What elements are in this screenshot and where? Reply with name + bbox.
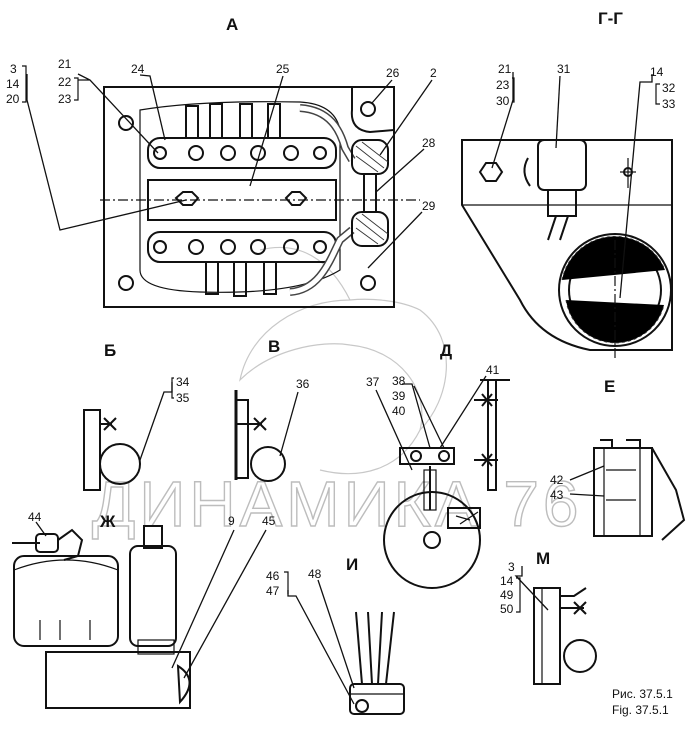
callout-21-gg: 21 xyxy=(498,62,512,76)
callout-45: 45 xyxy=(262,514,276,528)
callout-39: 39 xyxy=(392,389,406,403)
sensor-body xyxy=(13,555,119,647)
clamp-ring xyxy=(99,443,141,485)
view-d-sensor-mount xyxy=(375,375,510,589)
callout-24: 24 xyxy=(131,62,145,76)
view-title-zh: Ж xyxy=(99,512,116,531)
clamp-ring xyxy=(250,446,286,482)
callout-47: 47 xyxy=(266,584,280,598)
callout-30: 30 xyxy=(496,94,510,108)
mounting-hole xyxy=(118,275,134,291)
callout-34: 34 xyxy=(176,375,190,389)
sensor-cover xyxy=(537,139,587,191)
pipe-section xyxy=(558,233,672,347)
sender-unit xyxy=(129,545,177,647)
view-zh-sensor-assembly xyxy=(12,521,267,709)
view-title-m: М xyxy=(536,549,550,568)
view-e-bracket xyxy=(569,439,686,541)
callout-43: 43 xyxy=(550,488,564,502)
callout-29: 29 xyxy=(422,199,436,213)
callout-14-m: 14 xyxy=(500,574,514,588)
callout-21: 21 xyxy=(58,57,72,71)
callout-42: 42 xyxy=(550,473,564,487)
callout-36: 36 xyxy=(296,377,310,391)
callout-31: 31 xyxy=(557,62,571,76)
callout-3-m: 3 xyxy=(508,560,515,574)
callout-40: 40 xyxy=(392,404,406,418)
view-i-connector xyxy=(287,579,405,715)
mounting-hole xyxy=(360,275,376,291)
view-m-clamp xyxy=(514,566,597,685)
view-title-a: А xyxy=(226,15,238,34)
callout-22: 22 xyxy=(58,75,72,89)
view-title-v: В xyxy=(268,337,280,356)
figure-caption: Рис. 37.5.1 Fig. 37.5.1 xyxy=(612,687,673,717)
caption-en: Fig. 37.5.1 xyxy=(612,703,669,717)
callout-41: 41 xyxy=(486,363,500,377)
bracket-body xyxy=(593,447,653,537)
callout-25: 25 xyxy=(276,62,290,76)
view-title-d: Д xyxy=(440,341,452,360)
bracket-plate xyxy=(461,139,673,351)
view-v-clamp xyxy=(234,390,299,482)
callout-33: 33 xyxy=(662,97,676,111)
mounting-hole xyxy=(360,101,376,117)
watermark: ДИНАМИКА 76 xyxy=(91,246,583,541)
callout-14: 14 xyxy=(6,77,20,91)
callout-9: 9 xyxy=(228,514,235,528)
callout-50: 50 xyxy=(500,602,514,616)
callout-3: 3 xyxy=(10,62,17,76)
callout-23-gg: 23 xyxy=(496,78,510,92)
callout-2: 2 xyxy=(430,66,437,80)
base-block xyxy=(45,651,191,709)
gauge-disc xyxy=(383,491,481,589)
callout-48: 48 xyxy=(308,567,322,581)
view-title-b: Б xyxy=(104,341,116,360)
view-title-i: И xyxy=(346,555,358,574)
connector-body xyxy=(349,683,405,715)
callout-14-gg: 14 xyxy=(650,65,664,79)
view-a-terminal-box xyxy=(100,86,420,308)
callout-44: 44 xyxy=(28,510,42,524)
lower-terminal-strip xyxy=(147,231,337,263)
callout-26: 26 xyxy=(386,66,400,80)
callout-46: 46 xyxy=(266,569,280,583)
mount-strip xyxy=(533,587,561,685)
upper-terminal-strip xyxy=(147,137,337,169)
view-titles: А Г-Г Б В Д Е Ж И М xyxy=(99,9,623,574)
callout-28: 28 xyxy=(422,136,436,150)
mounting-hole xyxy=(118,115,134,131)
callout-37: 37 xyxy=(366,375,380,389)
callout-labels: 3 14 20 21 22 23 24 25 26 2 28 29 21 23 … xyxy=(6,57,676,616)
callout-23: 23 xyxy=(58,92,72,106)
view-title-gg: Г-Г xyxy=(598,9,623,28)
callout-35: 35 xyxy=(176,391,190,405)
view-title-e: Е xyxy=(604,377,615,396)
view-gg-bracket xyxy=(461,72,673,360)
terminal-box-body xyxy=(103,86,395,308)
view-a-leaders xyxy=(26,73,433,269)
callout-38: 38 xyxy=(392,374,406,388)
caption-ru: Рис. 37.5.1 xyxy=(612,687,673,701)
watermark-text: ДИНАМИКА 76 xyxy=(92,468,583,540)
callout-49: 49 xyxy=(500,588,514,602)
callout-20: 20 xyxy=(6,92,20,106)
clamp-ring xyxy=(563,639,597,673)
callout-32: 32 xyxy=(662,81,676,95)
